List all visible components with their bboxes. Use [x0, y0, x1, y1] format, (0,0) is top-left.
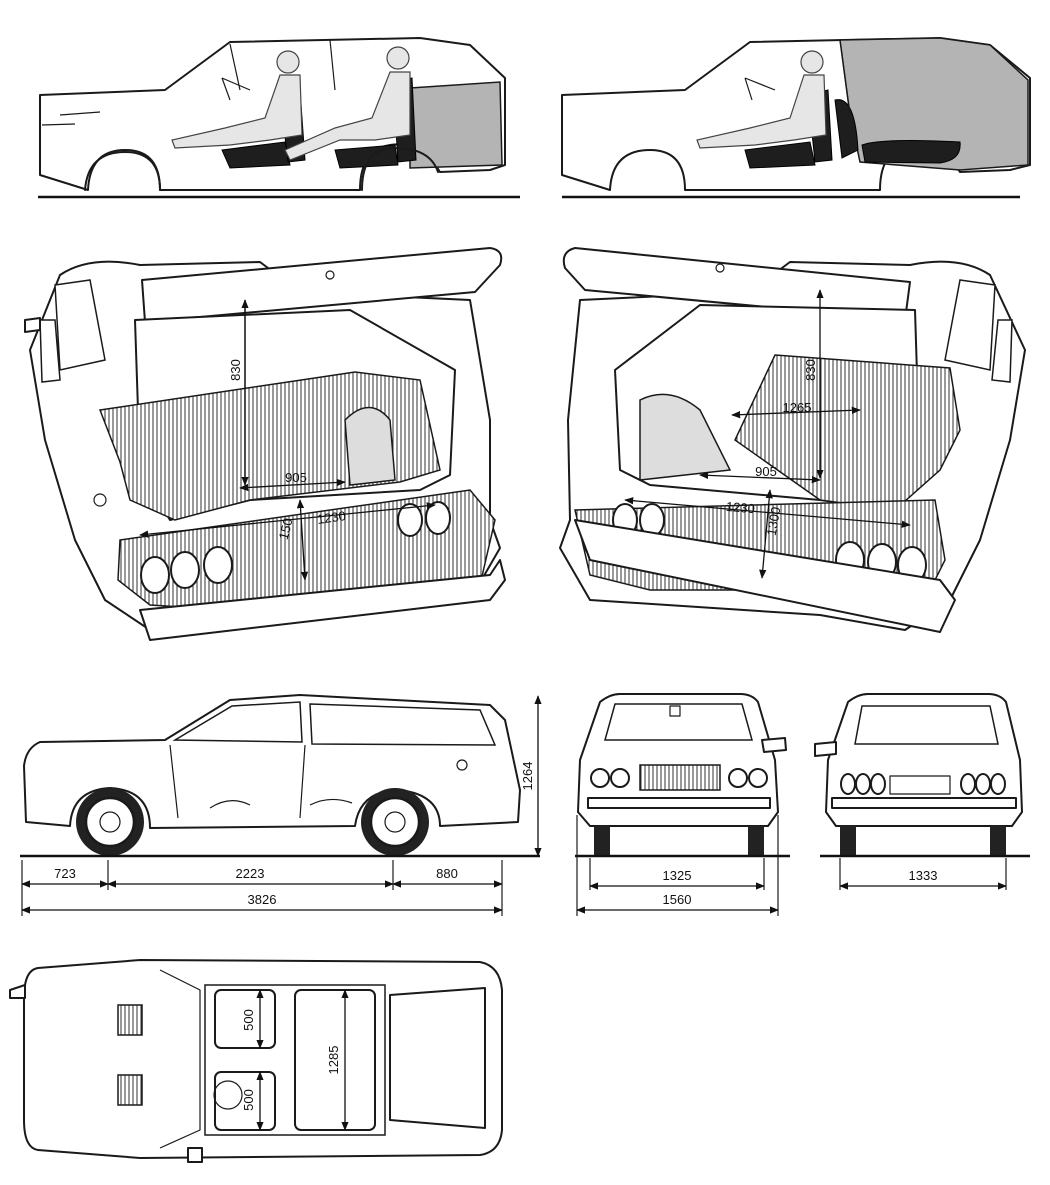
fuel-cap-left [93, 493, 107, 507]
plan-view: 500 500 1285 [9, 959, 503, 1163]
interior-seat-lines [209, 798, 353, 809]
label-cargo-depth-right: 905 [755, 464, 777, 479]
label-sill-height-left: 150 [276, 516, 296, 541]
side-front-window [172, 701, 303, 743]
bonnet-vents [117, 1004, 143, 1106]
rear-right-tyre [990, 826, 1006, 856]
spare-wheel-left [344, 406, 396, 486]
rear-view-hatch-open-left: 830 905 1230 150 [24, 247, 506, 641]
door-lines [169, 744, 306, 819]
plan-mirror [9, 984, 26, 999]
dim-depth-left [239, 478, 346, 492]
side-rear-window [309, 703, 497, 746]
tailgate-lock-right [715, 263, 725, 273]
side-cutaway-rear-folded [561, 37, 1031, 199]
headlights [590, 768, 768, 788]
driver-figure-2 [696, 50, 827, 149]
side-front-wheel [76, 788, 144, 856]
side-elevation: 1264 723 2223 880 3826 [20, 694, 542, 916]
dim-extended-right [759, 489, 773, 579]
front-right-tyre [748, 826, 764, 856]
plan-door-mirror [187, 1147, 203, 1163]
rear-view-hatch-open-right: 830 1265 905 1230 1300 [559, 247, 1026, 633]
dim-width-left [139, 502, 436, 538]
plan-rear-window [389, 987, 486, 1129]
label-cargo-width-left: 1230 [316, 508, 347, 527]
side-windows-right [944, 279, 1013, 383]
b-pillar [839, 39, 851, 116]
rear-elevation: 1333 [814, 693, 1030, 890]
side-mirror-left [24, 317, 41, 333]
rear-side-mirror [814, 741, 837, 757]
tailgate-lock-left [325, 270, 335, 280]
front-left-tyre [594, 826, 610, 856]
rear-lights [840, 773, 1006, 795]
label-wheelbase: 2223 [236, 866, 265, 881]
rear-bumper-left [139, 559, 506, 641]
front-bumper [587, 797, 771, 809]
label-overall-width: 1560 [663, 892, 692, 907]
side-cutaway-four-seats [38, 37, 520, 199]
label-cargo-height-left: 830 [228, 359, 243, 381]
rear-view-mirror [669, 705, 681, 717]
rear-window [854, 705, 999, 745]
rear-bumper [831, 797, 1017, 809]
front-grille [639, 764, 721, 791]
label-extended-length-right: 1300 [764, 506, 784, 537]
side-rear-wheel [361, 788, 429, 856]
cargo-floor-right [734, 354, 961, 511]
open-tailgate-left [141, 247, 503, 323]
front-wheel-arch [84, 151, 161, 191]
rear-left-tyre [840, 826, 856, 856]
label-rear-track: 1333 [909, 868, 938, 883]
label-interior-width: 1285 [326, 1046, 341, 1075]
folded-rear-seat [861, 140, 961, 164]
label-rear-overhang: 880 [436, 866, 458, 881]
label-cargo-width-right: 1230 [725, 499, 755, 516]
side-windows-left [39, 279, 106, 383]
front-side-mirror [761, 737, 787, 753]
front-elevation: 1325 1560 [575, 693, 790, 916]
label-seat-width-rear: 500 [241, 1089, 256, 1111]
dim-floor-width-right [731, 406, 861, 419]
side-fuel-cap [456, 759, 468, 771]
rear-wheel-arch [361, 147, 439, 191]
folded-backrest [834, 99, 859, 159]
label-overall-length: 3826 [248, 892, 277, 907]
label-cargo-height-right: 830 [803, 359, 818, 381]
driver-figure [171, 50, 303, 149]
label-floor-width-right: 1265 [783, 400, 812, 415]
label-height: 1264 [520, 762, 535, 791]
label-front-overhang: 723 [54, 866, 76, 881]
front-detail [41, 111, 101, 126]
windscreen-line [159, 969, 201, 1149]
number-plate [889, 775, 951, 795]
side-panel-right [639, 393, 732, 481]
dim-sill-left [296, 499, 309, 581]
label-cargo-depth-left: 905 [285, 470, 307, 485]
label-seat-width-front: 500 [241, 1009, 256, 1031]
window-pillars [229, 39, 336, 91]
label-front-track: 1325 [663, 868, 692, 883]
dim-depth-right [699, 471, 821, 484]
windscreen [604, 703, 753, 741]
passenger-figure [284, 46, 411, 161]
